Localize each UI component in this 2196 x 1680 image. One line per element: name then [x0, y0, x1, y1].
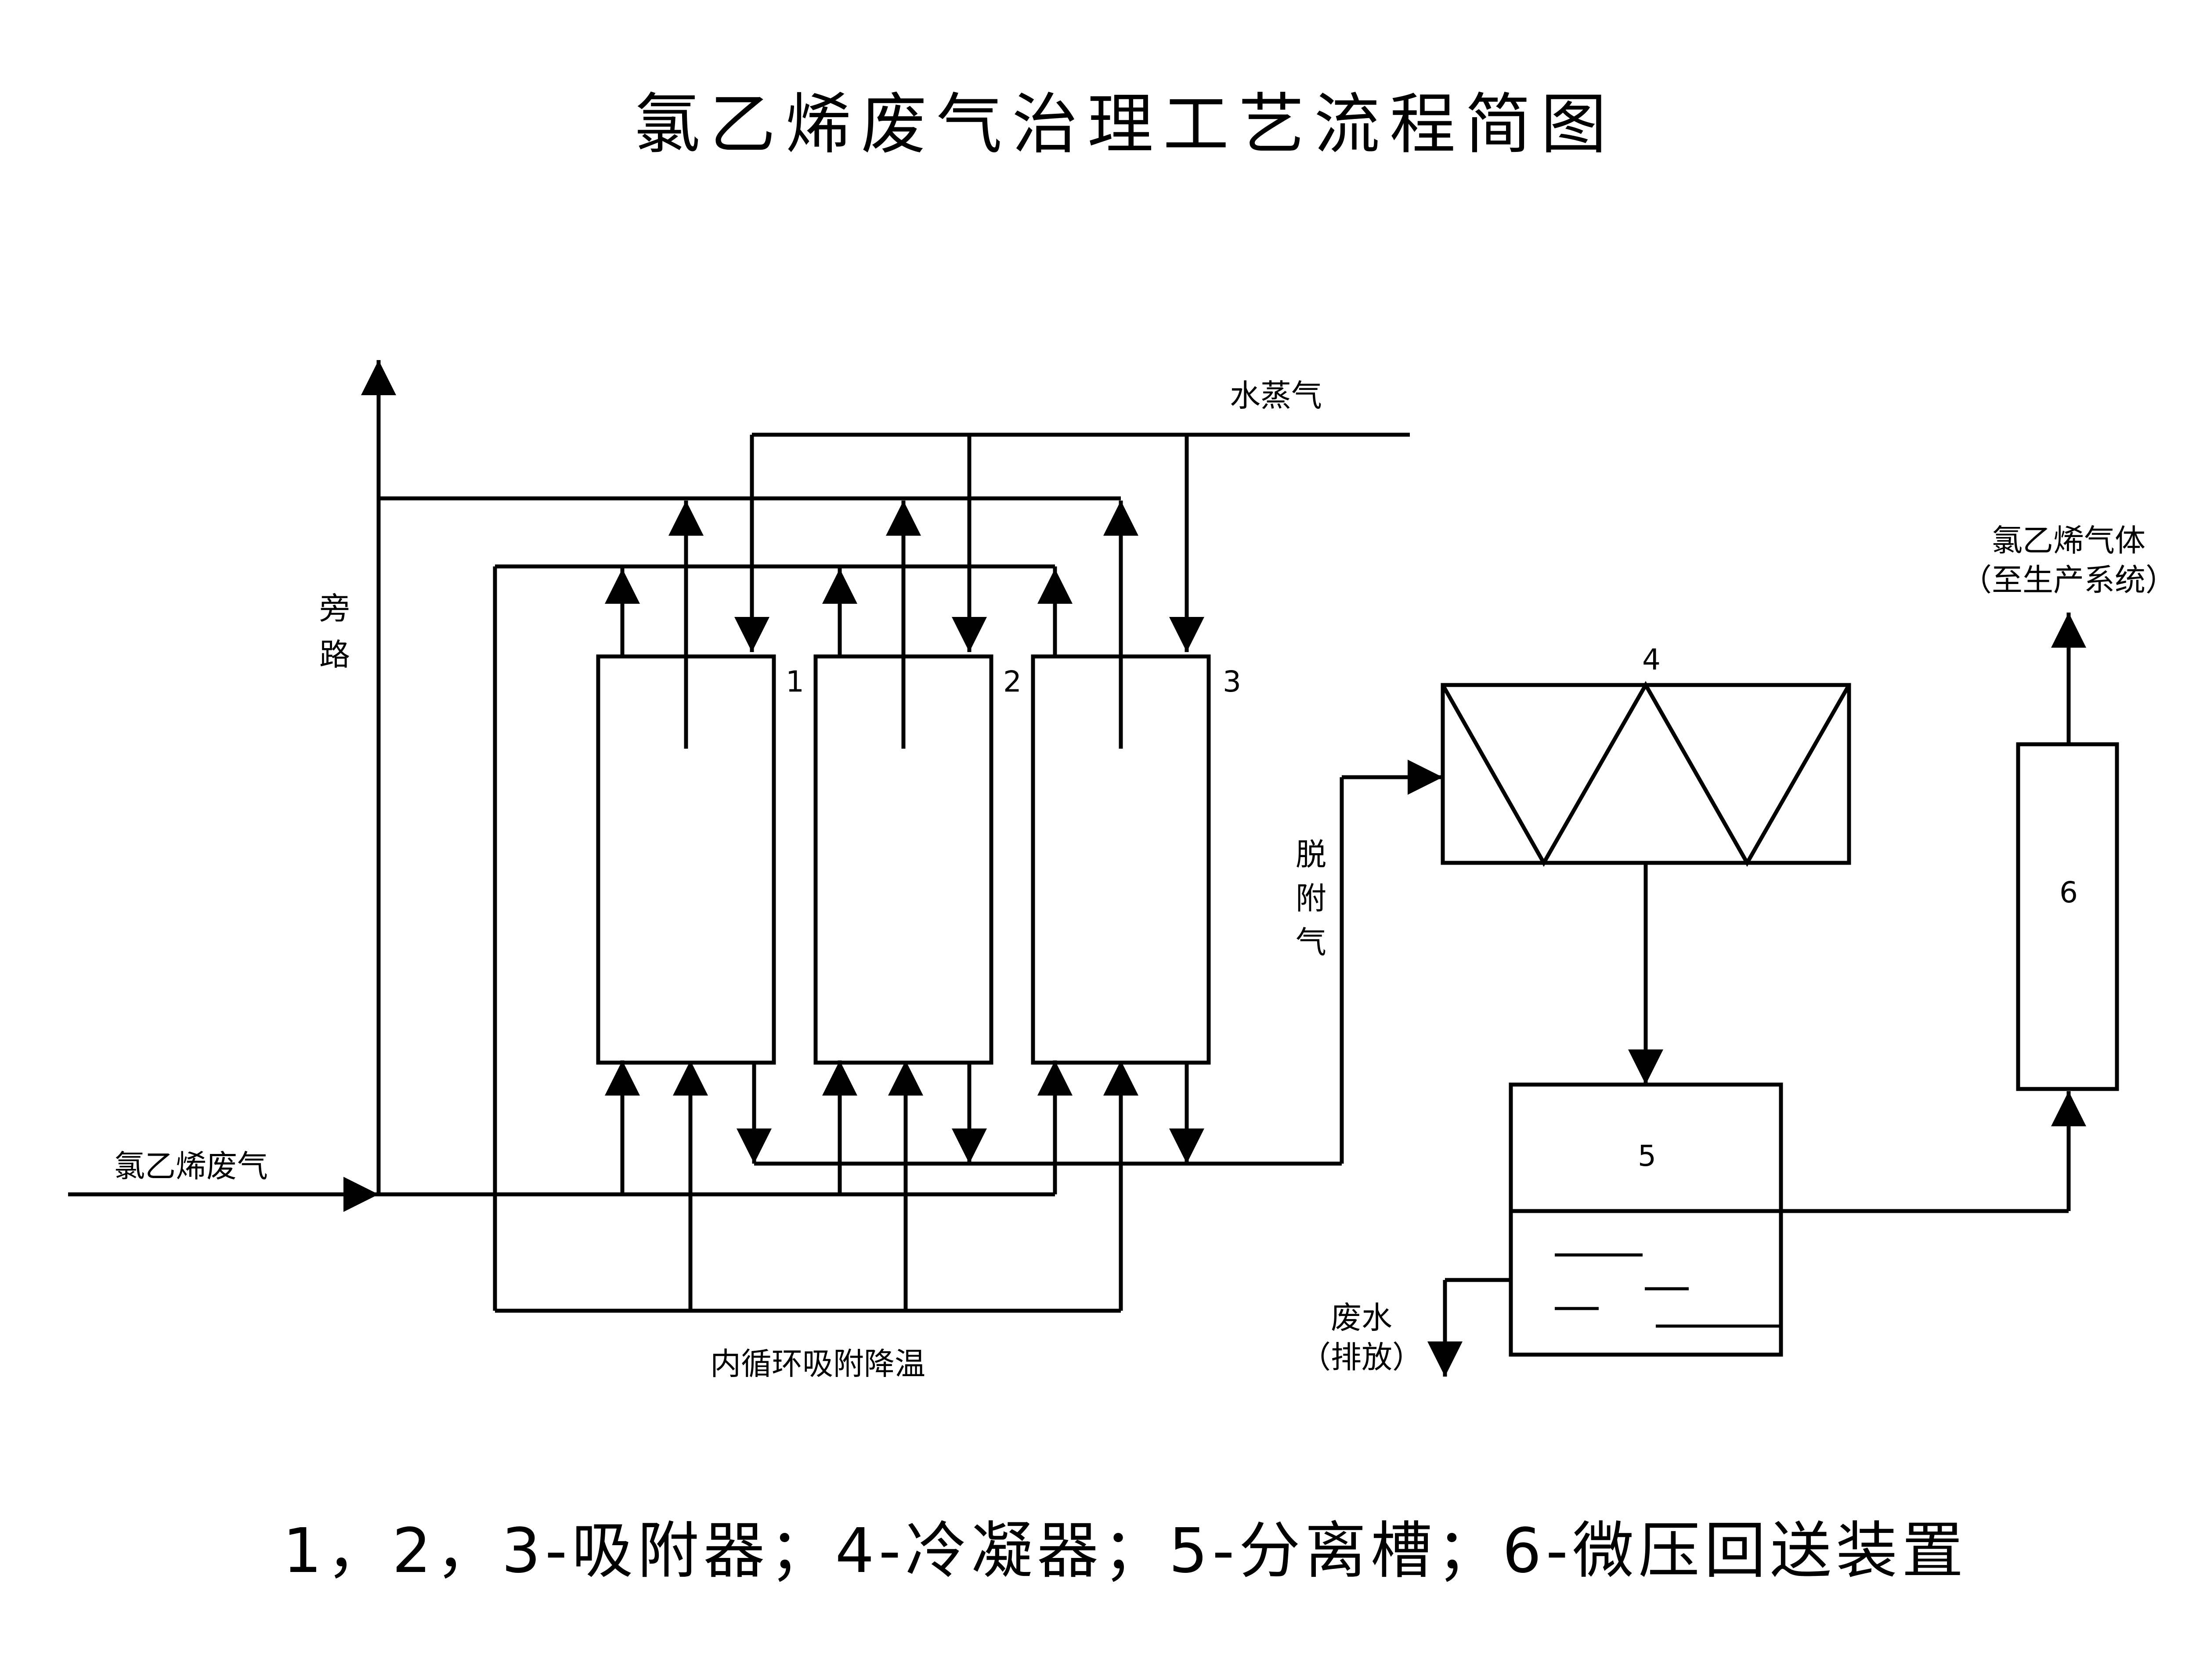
- desorb-label-2: 附: [1296, 880, 1326, 916]
- inlet-and-bypass-lines: [68, 360, 1121, 1212]
- adsorber-1-number: 1: [786, 665, 804, 699]
- wastewater-label-1: 废水: [1331, 1300, 1392, 1336]
- gas-to-booster-lines: [1781, 1091, 2086, 1213]
- adsorber-3-number: 3: [1223, 665, 1241, 699]
- diagram-title: 氯乙烯废气治理工艺流程简图: [634, 87, 1616, 163]
- steam-label: 水蒸气: [1230, 378, 1322, 414]
- steam-lines: [734, 433, 1410, 652]
- condenser-number: 4: [1642, 643, 1661, 677]
- product-label-1: 氯乙烯气体: [1992, 523, 2145, 559]
- condenser-coil: [1441, 681, 1851, 867]
- desorb-label-3: 气: [1296, 924, 1326, 960]
- condenser-box: [1441, 683, 1851, 865]
- booster-box: [2016, 742, 2119, 1091]
- separator-number: 5: [1638, 1139, 1656, 1173]
- legend-caption: 1，2，3-吸附器；4-冷凝器；5-分离槽；6-微压回送装置: [283, 1515, 1968, 1587]
- recirc-up-arrows: [605, 569, 1073, 656]
- recirculation-lines: [493, 564, 1138, 1313]
- product-label-2: （至生产系统）: [1961, 562, 2176, 598]
- recirc-label: 内循环吸附降温: [710, 1346, 925, 1382]
- feed-branches: [605, 1060, 1073, 1194]
- separator-box: [1509, 1082, 1783, 1357]
- inlet-label: 氯乙烯废气: [114, 1148, 268, 1184]
- bypass-label-2: 路: [319, 637, 350, 673]
- bypass-label-1: 旁: [319, 591, 350, 627]
- wastewater-label-2: （排放）: [1300, 1339, 1423, 1375]
- desorb-label-1: 脱: [1296, 836, 1326, 872]
- adsorber-outlet-pipes: [668, 501, 1138, 749]
- booster-number: 6: [2059, 876, 2078, 909]
- separator: [1509, 1082, 1783, 1357]
- desorption-lines: [737, 760, 1443, 1166]
- wastewater-lines: [1427, 1278, 1511, 1377]
- condenser: [1441, 681, 1851, 867]
- adsorber-2-number: 2: [1003, 665, 1022, 699]
